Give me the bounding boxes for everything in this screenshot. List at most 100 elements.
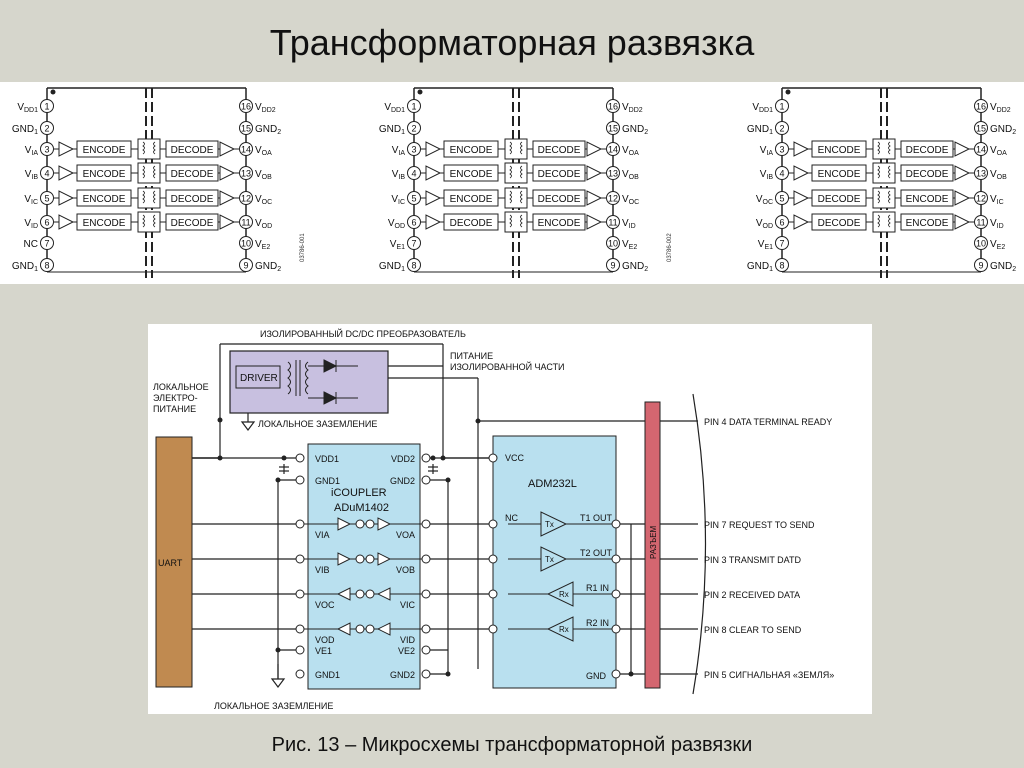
icoupler-right-pin: VID <box>400 635 416 645</box>
right-pin-label: VOD <box>255 218 272 230</box>
right-pin-label: VOC <box>255 194 272 206</box>
buffer-icon <box>954 214 971 230</box>
pin1-dot <box>785 89 791 95</box>
left-pin-label: GND1 <box>12 124 38 136</box>
adm232l-drivers <box>508 511 616 642</box>
left-pin-label: VIA <box>392 145 406 157</box>
right-pin-number: 16 <box>976 102 986 112</box>
icoupler-channel <box>298 622 426 636</box>
junction-dot <box>430 455 436 461</box>
right-pin-number: 16 <box>241 102 251 112</box>
left-pin-number: 5 <box>779 194 784 204</box>
pin-out-6: PIN 5 СИГНАЛЬНАЯ «ЗЕМЛЯ» <box>704 670 834 680</box>
right-pin-label: VOC <box>622 194 639 206</box>
left-pin-number: 7 <box>44 239 49 249</box>
transformer-icon <box>504 162 528 184</box>
channel-left-block: DECODE <box>818 218 861 229</box>
icoupler-pin-left <box>295 669 305 679</box>
right-pin-circle <box>606 142 620 156</box>
left-pin-circle <box>775 142 789 156</box>
icoupler-pin-left <box>295 519 305 529</box>
channel-left-block: ENCODE <box>83 169 126 180</box>
right-pin-label: GND2 <box>990 261 1016 273</box>
left-pin-circle <box>40 236 54 250</box>
connector-label: РАЗЪЕМ <box>649 525 658 559</box>
right-pin-label: GND2 <box>622 261 648 273</box>
pin-out-4: PIN 2 RECEIVED DATA <box>704 590 800 600</box>
junction-dot <box>275 477 281 483</box>
left-pin-label: VE1 <box>390 239 405 251</box>
isolated-power-label-2: ИЗОЛИРОВАННОЙ ЧАСТИ <box>450 361 565 372</box>
transformer-icon <box>872 138 896 160</box>
transformer-symbol <box>287 359 358 405</box>
adm-tx1-label: Tx <box>545 520 554 529</box>
figure-code: 03786-001 <box>300 233 306 262</box>
junction-dot <box>445 671 451 677</box>
icoupler-pin-right <box>421 624 431 634</box>
right-pin-label: VDD2 <box>990 102 1011 114</box>
left-pin-number: 6 <box>44 218 49 228</box>
right-pin-label: VIC <box>990 194 1004 206</box>
right-pin-label: VDD2 <box>255 102 276 114</box>
icoupler-pin-right <box>421 453 431 463</box>
left-pin-number: 5 <box>44 194 49 204</box>
left-pin-label: VIB <box>25 169 39 181</box>
pin-out-3: PIN 3 TRANSMIT DATD <box>704 555 802 565</box>
channel-right-block: DECODE <box>171 194 214 205</box>
transformer-icon <box>872 187 896 209</box>
buffer-icon <box>425 214 442 230</box>
right-pin-circle <box>239 215 253 229</box>
left-pin-label: VIA <box>760 145 774 157</box>
pin1-dot <box>417 89 423 95</box>
left-pin-label: GND1 <box>379 124 405 136</box>
right-pin-number: 10 <box>608 239 618 249</box>
channel-right-block: DECODE <box>171 169 214 180</box>
icoupler-left-pin: VIB <box>315 565 330 575</box>
channel-left-block: ENCODE <box>83 145 126 156</box>
local-ground-bottom-label: ЛОКАЛЬНОЕ ЗАЗЕМЛЕНИЕ <box>214 701 333 711</box>
right-pin-label: GND2 <box>622 124 648 136</box>
left-pin-number: 1 <box>411 102 416 112</box>
channel-left-block: ENCODE <box>450 169 493 180</box>
right-pin-label: VID <box>622 218 636 230</box>
right-pin-label: VE2 <box>255 239 270 251</box>
icoupler-right-pin: VOA <box>396 530 415 540</box>
right-pin-circle <box>606 215 620 229</box>
icoupler-title-2: ADuM1402 <box>334 502 389 514</box>
pin-out-2: PIN 7 REQUEST TO SEND <box>704 520 815 530</box>
left-pin-circle <box>40 142 54 156</box>
channel-left-block: ENCODE <box>818 169 861 180</box>
channel-right-block: DECODE <box>538 145 581 156</box>
right-pin-circle <box>606 258 620 272</box>
right-pin-circle <box>974 121 988 135</box>
left-pin-number: 3 <box>411 145 416 155</box>
right-pin-circle <box>606 99 620 113</box>
junction-dot <box>281 455 287 461</box>
junction-dot <box>440 455 446 461</box>
icoupler-pin-left <box>295 624 305 634</box>
right-pin-number: 12 <box>241 194 251 204</box>
junction-dot <box>275 647 281 653</box>
icoupler-pin-right <box>421 589 431 599</box>
transformer-icon <box>872 211 896 233</box>
right-pin-circle <box>239 142 253 156</box>
channel-right-block: DECODE <box>906 169 949 180</box>
right-pin-number: 15 <box>976 124 986 134</box>
right-pin-label: VOA <box>255 145 272 157</box>
left-pin-circle <box>407 99 421 113</box>
icoupler-left-pin: GND1 <box>315 476 340 486</box>
buffer-icon <box>954 190 971 206</box>
slide-title: Трансформаторная развязка <box>269 22 755 63</box>
right-pin-circle <box>606 191 620 205</box>
icoupler-right-pin: VIC <box>400 600 416 610</box>
left-pin-number: 4 <box>44 169 49 179</box>
left-pin-label: VOC <box>756 194 773 206</box>
right-pin-circle <box>606 236 620 250</box>
left-pin-label: VIC <box>24 194 38 206</box>
adm-t1-label: T1 OUT <box>580 513 613 523</box>
adm-pin-right <box>611 669 621 679</box>
right-pin-label: VOB <box>990 169 1007 181</box>
left-pin-label: VDD1 <box>17 102 38 114</box>
icoupler-pin-right <box>421 519 431 529</box>
